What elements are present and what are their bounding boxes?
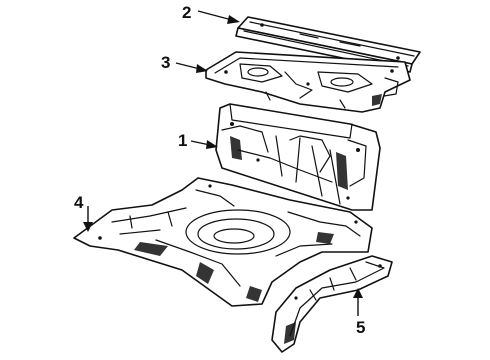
callout-2-label: 2 <box>182 3 191 22</box>
callout-1-label: 1 <box>178 131 187 150</box>
callout-2: 2 <box>182 3 240 24</box>
callout-5-label: 5 <box>356 318 365 337</box>
part-3-package-tray <box>205 51 411 113</box>
callout-3: 3 <box>161 53 208 73</box>
callout-3-label: 3 <box>161 53 170 72</box>
part-4-rear-floor-pan <box>73 177 373 307</box>
callout-4: 4 <box>74 193 93 232</box>
part-5-side-rail <box>271 255 393 353</box>
callout-4-label: 4 <box>74 193 84 212</box>
callout-1: 1 <box>178 131 218 150</box>
part-1-back-panel <box>215 103 381 211</box>
callout-5: 5 <box>353 288 365 337</box>
